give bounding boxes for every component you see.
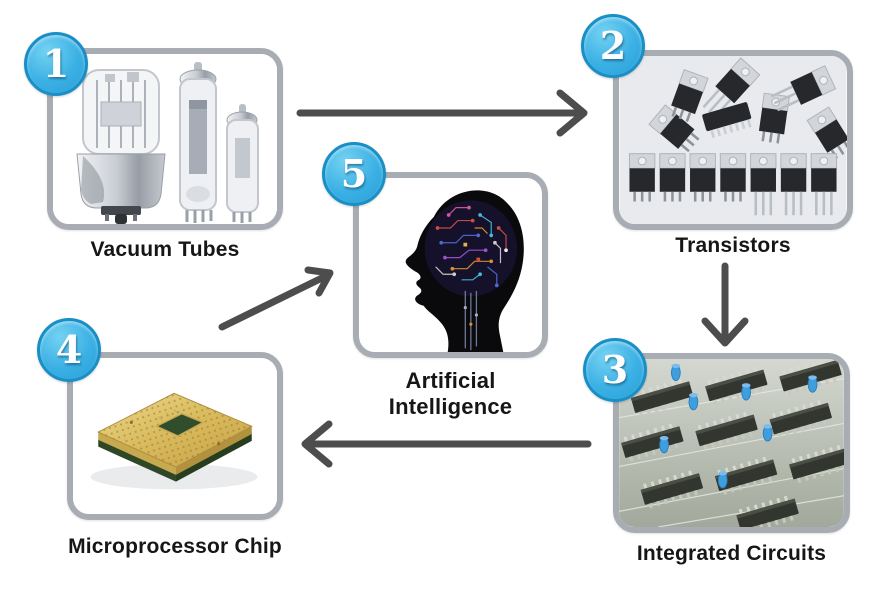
node-label-integrated-circuits: Integrated Circuits xyxy=(636,542,827,565)
node-integrated-circuits xyxy=(613,353,850,533)
step-badge-4: 4 xyxy=(37,318,101,382)
badge-number: 2 xyxy=(599,23,627,68)
node-label-microprocessor-chip: Microprocessor Chip xyxy=(68,535,282,558)
arrow-3-to-4 xyxy=(301,420,592,468)
arrow-2-to-3 xyxy=(701,262,749,347)
arrow-1-to-2 xyxy=(296,89,588,137)
badge-number: 5 xyxy=(340,151,368,196)
badge-number: 4 xyxy=(55,327,83,372)
node-label-artificial-intelligence: Artificial Intelligence xyxy=(388,368,513,419)
node-microprocessor-chip xyxy=(67,352,283,520)
vacuum-tubes-image xyxy=(53,54,277,224)
badge-number: 3 xyxy=(601,347,629,392)
arrow-4-to-5 xyxy=(218,266,334,331)
node-artificial-intelligence xyxy=(353,172,548,358)
step-badge-1: 1 xyxy=(24,32,88,96)
step-badge-2: 2 xyxy=(581,14,645,78)
microprocessor-chip-image xyxy=(73,358,277,514)
node-transistors xyxy=(613,50,853,230)
badge-number: 1 xyxy=(42,41,70,86)
step-badge-3: 3 xyxy=(583,338,647,402)
node-label-vacuum-tubes: Vacuum Tubes xyxy=(90,238,240,261)
node-vacuum-tubes xyxy=(47,48,283,230)
step-badge-5: 5 xyxy=(322,142,386,206)
transistors-image xyxy=(619,56,847,224)
ai-circuit-head-image xyxy=(359,178,542,352)
integrated-circuits-image xyxy=(619,359,844,527)
node-label-transistors: Transistors xyxy=(675,234,791,257)
